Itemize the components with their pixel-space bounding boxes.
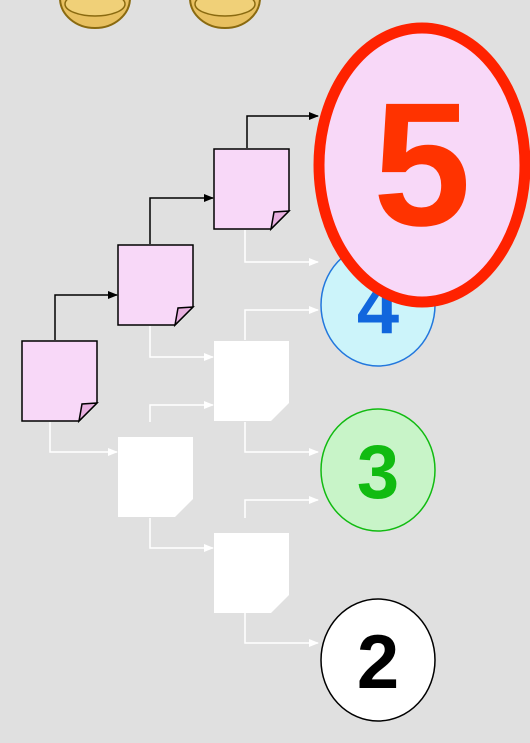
outcome-2-label: 2: [357, 620, 399, 705]
coin-icon: [190, 0, 260, 28]
coin-icon: [60, 0, 130, 28]
outcome-5-label: 5: [373, 67, 471, 263]
outcome-3-label: 3: [357, 430, 399, 515]
outcome-3: 3: [321, 409, 435, 531]
document-icon: [214, 149, 289, 229]
document-icon: [118, 437, 193, 517]
document-icon: [214, 533, 289, 613]
document-icon: [22, 341, 97, 421]
outcome-2: 2: [321, 599, 435, 721]
outcome-5-highlighted: 5: [319, 28, 525, 302]
document-icon: [214, 341, 289, 421]
inactive-documents: [118, 341, 289, 613]
document-icon: [118, 245, 193, 325]
